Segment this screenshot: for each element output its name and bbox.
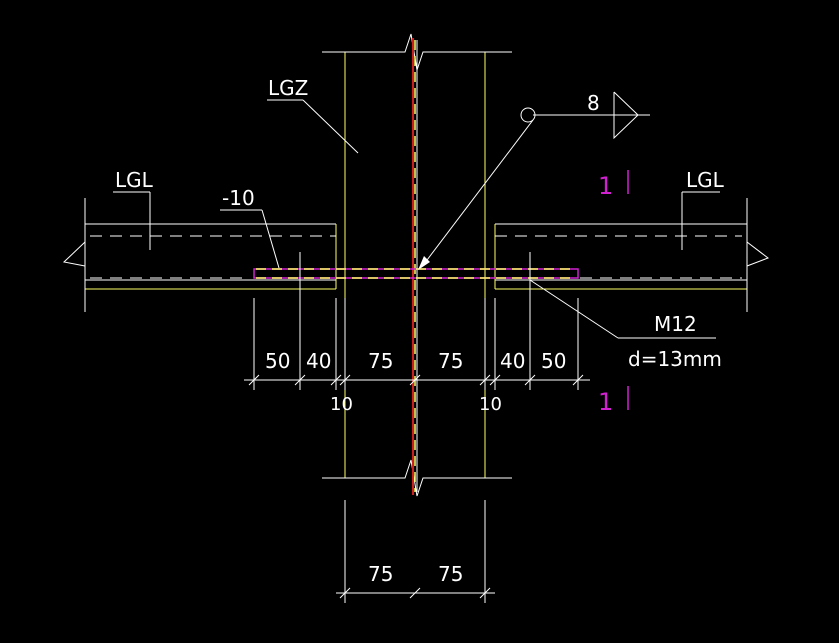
dim-gap-right: 10: [479, 394, 502, 415]
weld-all-around-circle: [520, 107, 536, 123]
dim-bottom-2: 75: [438, 562, 463, 586]
lgz-leader-line: [302, 99, 359, 154]
lgl-left-label: LGL: [115, 168, 154, 192]
weld-size-label: 8: [587, 91, 600, 115]
section-marker-top: 1: [598, 172, 613, 200]
dim-top-6: 50: [541, 349, 566, 373]
hole-label: d=13mm: [628, 347, 722, 371]
top-dimension-ticks: [248, 374, 584, 386]
dim-top-4: 75: [438, 349, 463, 373]
lgz-label: LGZ: [268, 76, 308, 100]
dim-top-5: 40: [500, 349, 525, 373]
weld-leader-line: [423, 119, 534, 265]
lgl-right-label: LGL: [686, 168, 725, 192]
plate-label: -10: [222, 186, 255, 210]
dim-gap-left: 10: [330, 394, 353, 415]
section-marker-bottom: 1: [598, 388, 613, 416]
dim-top-3: 75: [368, 349, 393, 373]
bottom-dimension-extensions: [344, 500, 486, 603]
right-beam-break-symbol: [746, 241, 770, 267]
plate-leader-line: [261, 209, 280, 269]
bottom-dimension-ticks: [339, 587, 491, 599]
dim-top-1: 50: [265, 349, 290, 373]
bolt-leader-line: [529, 279, 619, 339]
dim-bottom-1: 75: [368, 562, 393, 586]
top-dimension-extensions: [253, 298, 579, 390]
weld-leader-arrowhead: [418, 256, 430, 270]
dim-top-2: 40: [306, 349, 331, 373]
bolt-label: M12: [654, 312, 697, 336]
fillet-weld-symbol: [613, 91, 639, 140]
left-beam-break-symbol: [62, 241, 86, 267]
connection-plate: [253, 268, 579, 279]
